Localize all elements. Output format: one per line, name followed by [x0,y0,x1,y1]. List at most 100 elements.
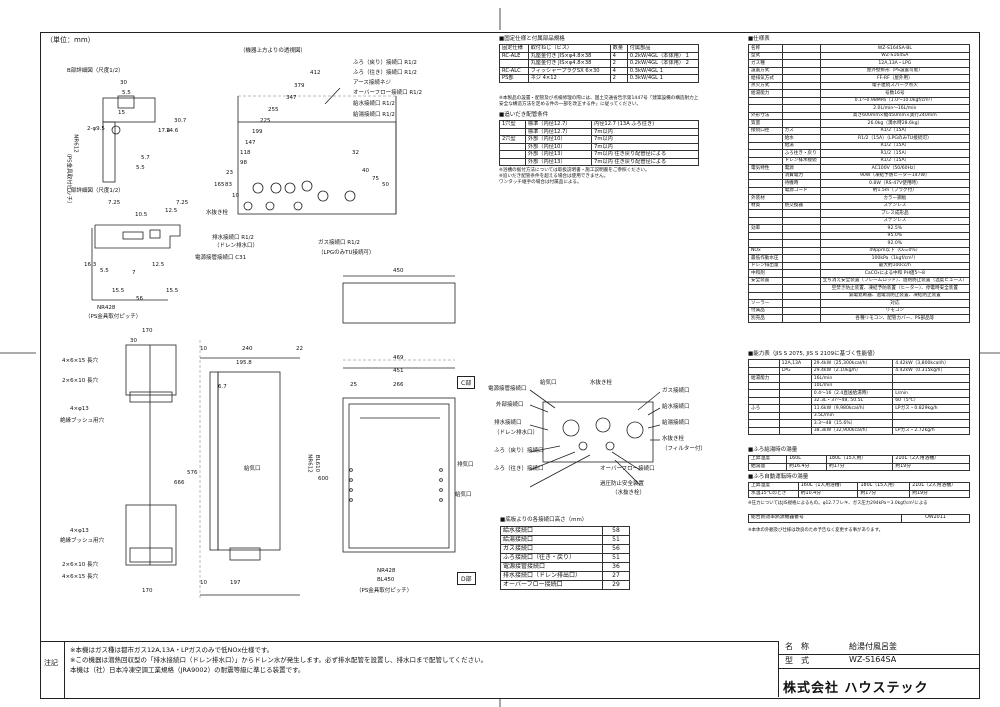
bv-furo-supply: ふろ（往き）接続口 [494,466,544,472]
spec-cell: 号数16号 [819,89,971,98]
spec-cell: ガス [781,126,821,135]
cell: ネジ 4×12 [527,74,611,83]
dim-f-576: 576 [187,470,198,476]
name-value: 給湯付風呂釜 [849,642,897,651]
spec-cell [781,66,821,75]
spec-row: 92.0% [748,239,971,248]
dim-c-12-5b: 12.5 [152,262,165,268]
dim-f-240: 240 [242,346,253,352]
spec-cell: ふろ往き・戻り [781,149,821,158]
spec-cell: 給排気方式 [748,74,783,83]
bv-power-conduit: 電源接管接続口 [488,386,527,392]
spec-cell: WZ-S164SA-BL [819,44,971,53]
spec-row: 空焚き防止装置、凍結予防装置（ヒーター）、停電時安全装置 [748,284,971,293]
cell: 0.2kW/4GL（本体用） 2 [626,59,700,68]
b-detail-title: B部詳細図（尺度1/2） [67,68,124,74]
dim-b-5-5b: 5.5 [136,165,145,171]
spec-cell: 給水 [781,134,821,143]
spec-cell: 対応 [819,299,971,308]
spec-row: ドレン排出量最大約100cc/h [748,261,971,270]
spec-cell: 名称 [748,44,783,53]
capacity-cell [892,411,970,420]
dim-f-195-8: 195.8 [236,360,252,366]
dim-c-12-5: 12.5 [165,208,178,214]
capacity-cell: 10L/min [810,381,894,390]
height-name: 排水接続口（ドレン排出口） [500,571,603,581]
spec-cell: 材質 [748,201,783,210]
spec-cell: 49ppm以下（O₂=0%） [819,246,971,255]
cell: 7m以内 往き戻り配管径による [591,150,699,159]
spec-cell: 高さ600mm×幅450mm×奥行240mm [819,111,971,120]
spec-cell: 電子連続スパーク点火 [819,81,971,90]
spec-cell: 外形寸法 [748,111,783,120]
capacity-cell [778,411,812,420]
note-3: 本機は（社）日本冷凍空調工業規格（JRA9002）の耐震等級に準じる装置です。 [70,666,305,674]
bv-drain-cock-2: 水抜き栓 [662,436,685,442]
spec-cell [781,299,821,308]
nr428-label: NR428 [97,305,116,311]
ps-pitch-c: （PS金具取付ピッチ） [85,314,142,320]
spec-cell: ガス種 [748,59,783,68]
bv-relief: 過圧防止安全装置 [600,481,645,487]
height-value: 51 [602,535,630,545]
top-view-title: （機器上方よりの透視図） [240,48,306,54]
heights-title: ■底板よりの各接続口高さ（mm） [500,517,588,523]
cell: 0.2kW/4GL（本体用） 1 [626,51,700,60]
dim-b-5-7: 5.7 [141,155,150,161]
spec-cell: NOx [748,246,783,255]
fixed-spec-note: ※本製品の設置・配管及び点検修理の際には、国土交通省告示第1447号「建築設備の… [499,96,699,107]
dim-s-266: 266 [393,382,404,388]
bv-drain-inlet: 排水接続口 [494,420,522,426]
cell: 上昇温度 [747,455,788,464]
spec-cell: 待機時 [781,179,821,188]
spec-cell [781,291,821,300]
capacity-cell [892,381,970,390]
cell: 160L（1人用浴槽） [797,482,859,491]
cell: 2 [609,59,628,68]
cell [499,157,526,166]
th-screw: 取付ねじ（ビス） [527,44,611,53]
cell: 約16.4分 [786,462,827,471]
dim-165: 165 [214,182,225,188]
dim-32: 32 [352,150,359,156]
capacity-cell [892,419,970,428]
capacity-cell: 38.3kW（32,900kcal/h） [810,426,894,435]
dim-b-30-7: 30.7 [174,118,187,124]
bv-gas-inlet: ガス接続口 [662,388,690,394]
spec-cell: ステンレス [819,216,971,225]
spec-cell [781,306,821,315]
notes-section: 注記 ※本機はガス種は都市ガス12A,13A・LPガスのみで低NOx仕様です。 … [40,641,778,698]
cell [499,59,529,68]
spec-cell [781,59,821,68]
spec-cell [748,291,783,300]
spec-cell [781,239,821,248]
spec-cell: 最低作動水圧 [748,254,783,263]
capacity-cell [778,419,812,428]
dim-f-197: 197 [230,580,241,586]
note-1: ※本機はガス種は都市ガス12A,13A・LPガスのみで低NOx仕様です。 [70,646,274,654]
dim-f-22: 22 [296,346,303,352]
capacity-cell [748,411,780,420]
capacity-row: 10L/min [748,381,970,390]
spec-row: 安全装置立ち消え安全装置（フレームロッド）、過熱防止装置（温度ヒューズ） [748,276,971,285]
cell: 標準（内径12.7） [524,127,593,136]
capacity-cell: 16L/min [810,374,894,383]
spec-cell: ドレン排水接続 [781,156,821,165]
label-drain-inlet: 排水接続口 R1/2 [212,235,254,241]
bv-air-inlet: 給気口 [540,380,557,386]
spec-cell [781,261,821,270]
spec-cell [748,179,783,188]
dim-s-450: 450 [393,268,404,274]
spec-cell: 各種リモコン、配管カバー、PS部品等 [819,314,971,323]
model-key: 型 式 [785,656,809,665]
capacity-cell: ふろ [748,404,780,413]
bath-table-2-title: ■ふろ自動運転時の湯量 [748,474,809,480]
dim-75: 75 [372,176,379,182]
label-overflow: オーバーフロー接続口 R1/2 [353,90,423,96]
